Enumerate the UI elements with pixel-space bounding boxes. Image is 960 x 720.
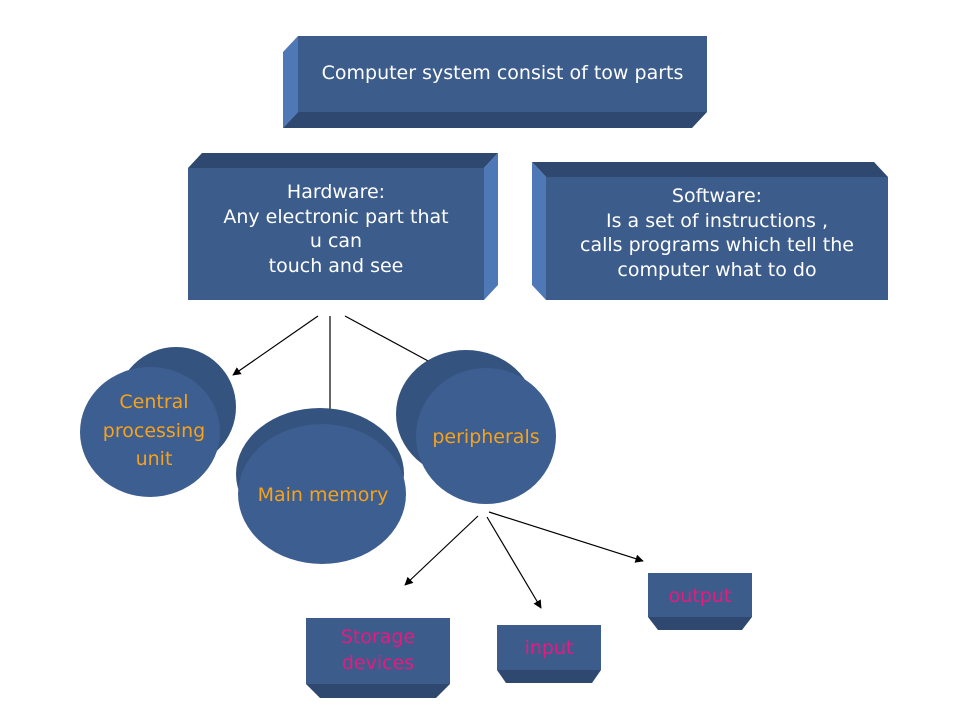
arrow-to-input: [486, 516, 542, 609]
cpu-label: Central processing unit: [102, 391, 206, 470]
input-label: input: [524, 637, 574, 659]
peripherals-connectors: [404, 511, 644, 609]
main-memory-label: Main memory: [257, 484, 389, 506]
hardware-connectors: [232, 315, 431, 410]
storage-box: [306, 618, 450, 698]
main-memory-circle: [236, 408, 406, 564]
storage-label: Storage devices: [340, 626, 416, 674]
output-box: [648, 573, 752, 630]
software-box: [532, 162, 888, 300]
arrow-to-cpu: [232, 315, 319, 376]
title-box: [283, 36, 707, 128]
peripherals-label: peripherals: [432, 426, 540, 448]
hardware-text: Hardware: Any electronic part that u can…: [223, 181, 449, 278]
peripherals-circle: [396, 350, 556, 504]
software-text: Software: Is a set of instructions , cal…: [580, 185, 854, 282]
output-label: output: [668, 585, 732, 607]
arrow-to-output: [488, 511, 644, 563]
hardware-box: [188, 153, 498, 300]
line-to-peripherals: [344, 315, 431, 363]
cpu-circle: [80, 347, 236, 497]
arrow-to-storage: [404, 515, 479, 586]
title-text: Computer system consist of tow parts: [321, 62, 684, 84]
input-box: [497, 625, 601, 683]
